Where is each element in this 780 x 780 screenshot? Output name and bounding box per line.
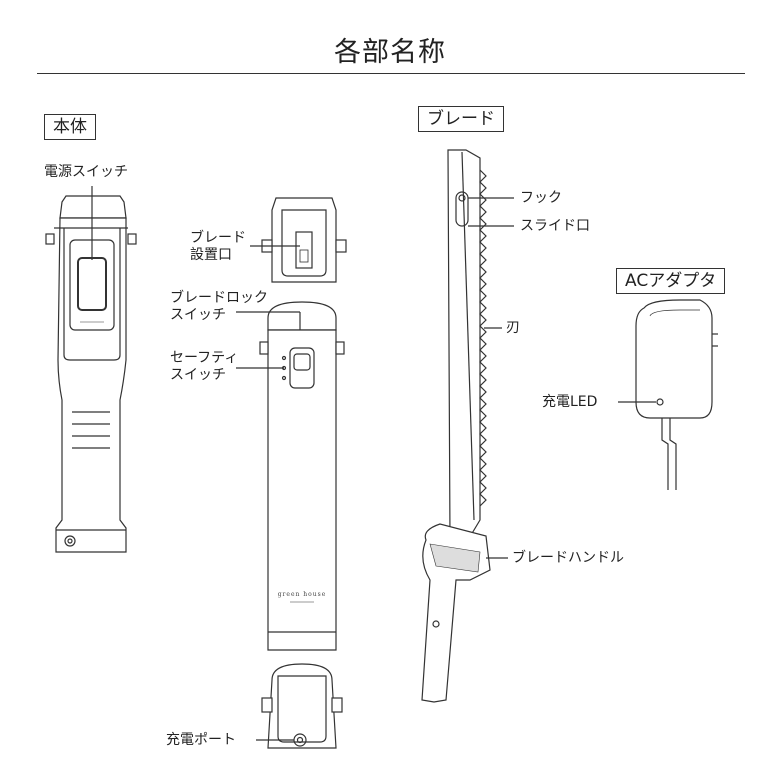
brand-mark: green house bbox=[278, 591, 327, 598]
label-power-switch: 電源スイッチ bbox=[44, 164, 128, 180]
charge-port-view bbox=[256, 663, 343, 749]
label-blade-mount-line2: 設置口 bbox=[190, 247, 232, 263]
section-label-adapter: ACアダプタ bbox=[616, 268, 726, 294]
blade-mount-view bbox=[250, 197, 347, 283]
label-charge-port: 充電ポート bbox=[166, 732, 236, 748]
label-slide-slot: スライド口 bbox=[520, 218, 590, 234]
title-divider bbox=[37, 73, 745, 74]
page-title: 各部名称 bbox=[334, 37, 446, 68]
label-safety-line2: スイッチ bbox=[170, 367, 226, 383]
main-unit-side bbox=[236, 301, 345, 651]
label-charge-led: 充電LED bbox=[542, 394, 598, 410]
label-hook: フック bbox=[520, 190, 562, 206]
ac-adapter-view bbox=[618, 299, 718, 490]
label-blade-handle: ブレードハンドル bbox=[512, 550, 624, 566]
label-blade-lock-line2: スイッチ bbox=[170, 307, 226, 323]
label-blade-mount-line1: ブレード bbox=[190, 230, 246, 246]
label-blade-lock-line1: ブレードロック bbox=[170, 290, 268, 306]
main-unit-front bbox=[45, 186, 137, 553]
section-label-body: 本体 bbox=[44, 114, 96, 140]
label-edge: 刃 bbox=[506, 320, 520, 336]
blade-view bbox=[421, 149, 514, 703]
section-label-blade: ブレード bbox=[418, 106, 504, 132]
label-safety-line1: セーフティ bbox=[170, 350, 239, 366]
